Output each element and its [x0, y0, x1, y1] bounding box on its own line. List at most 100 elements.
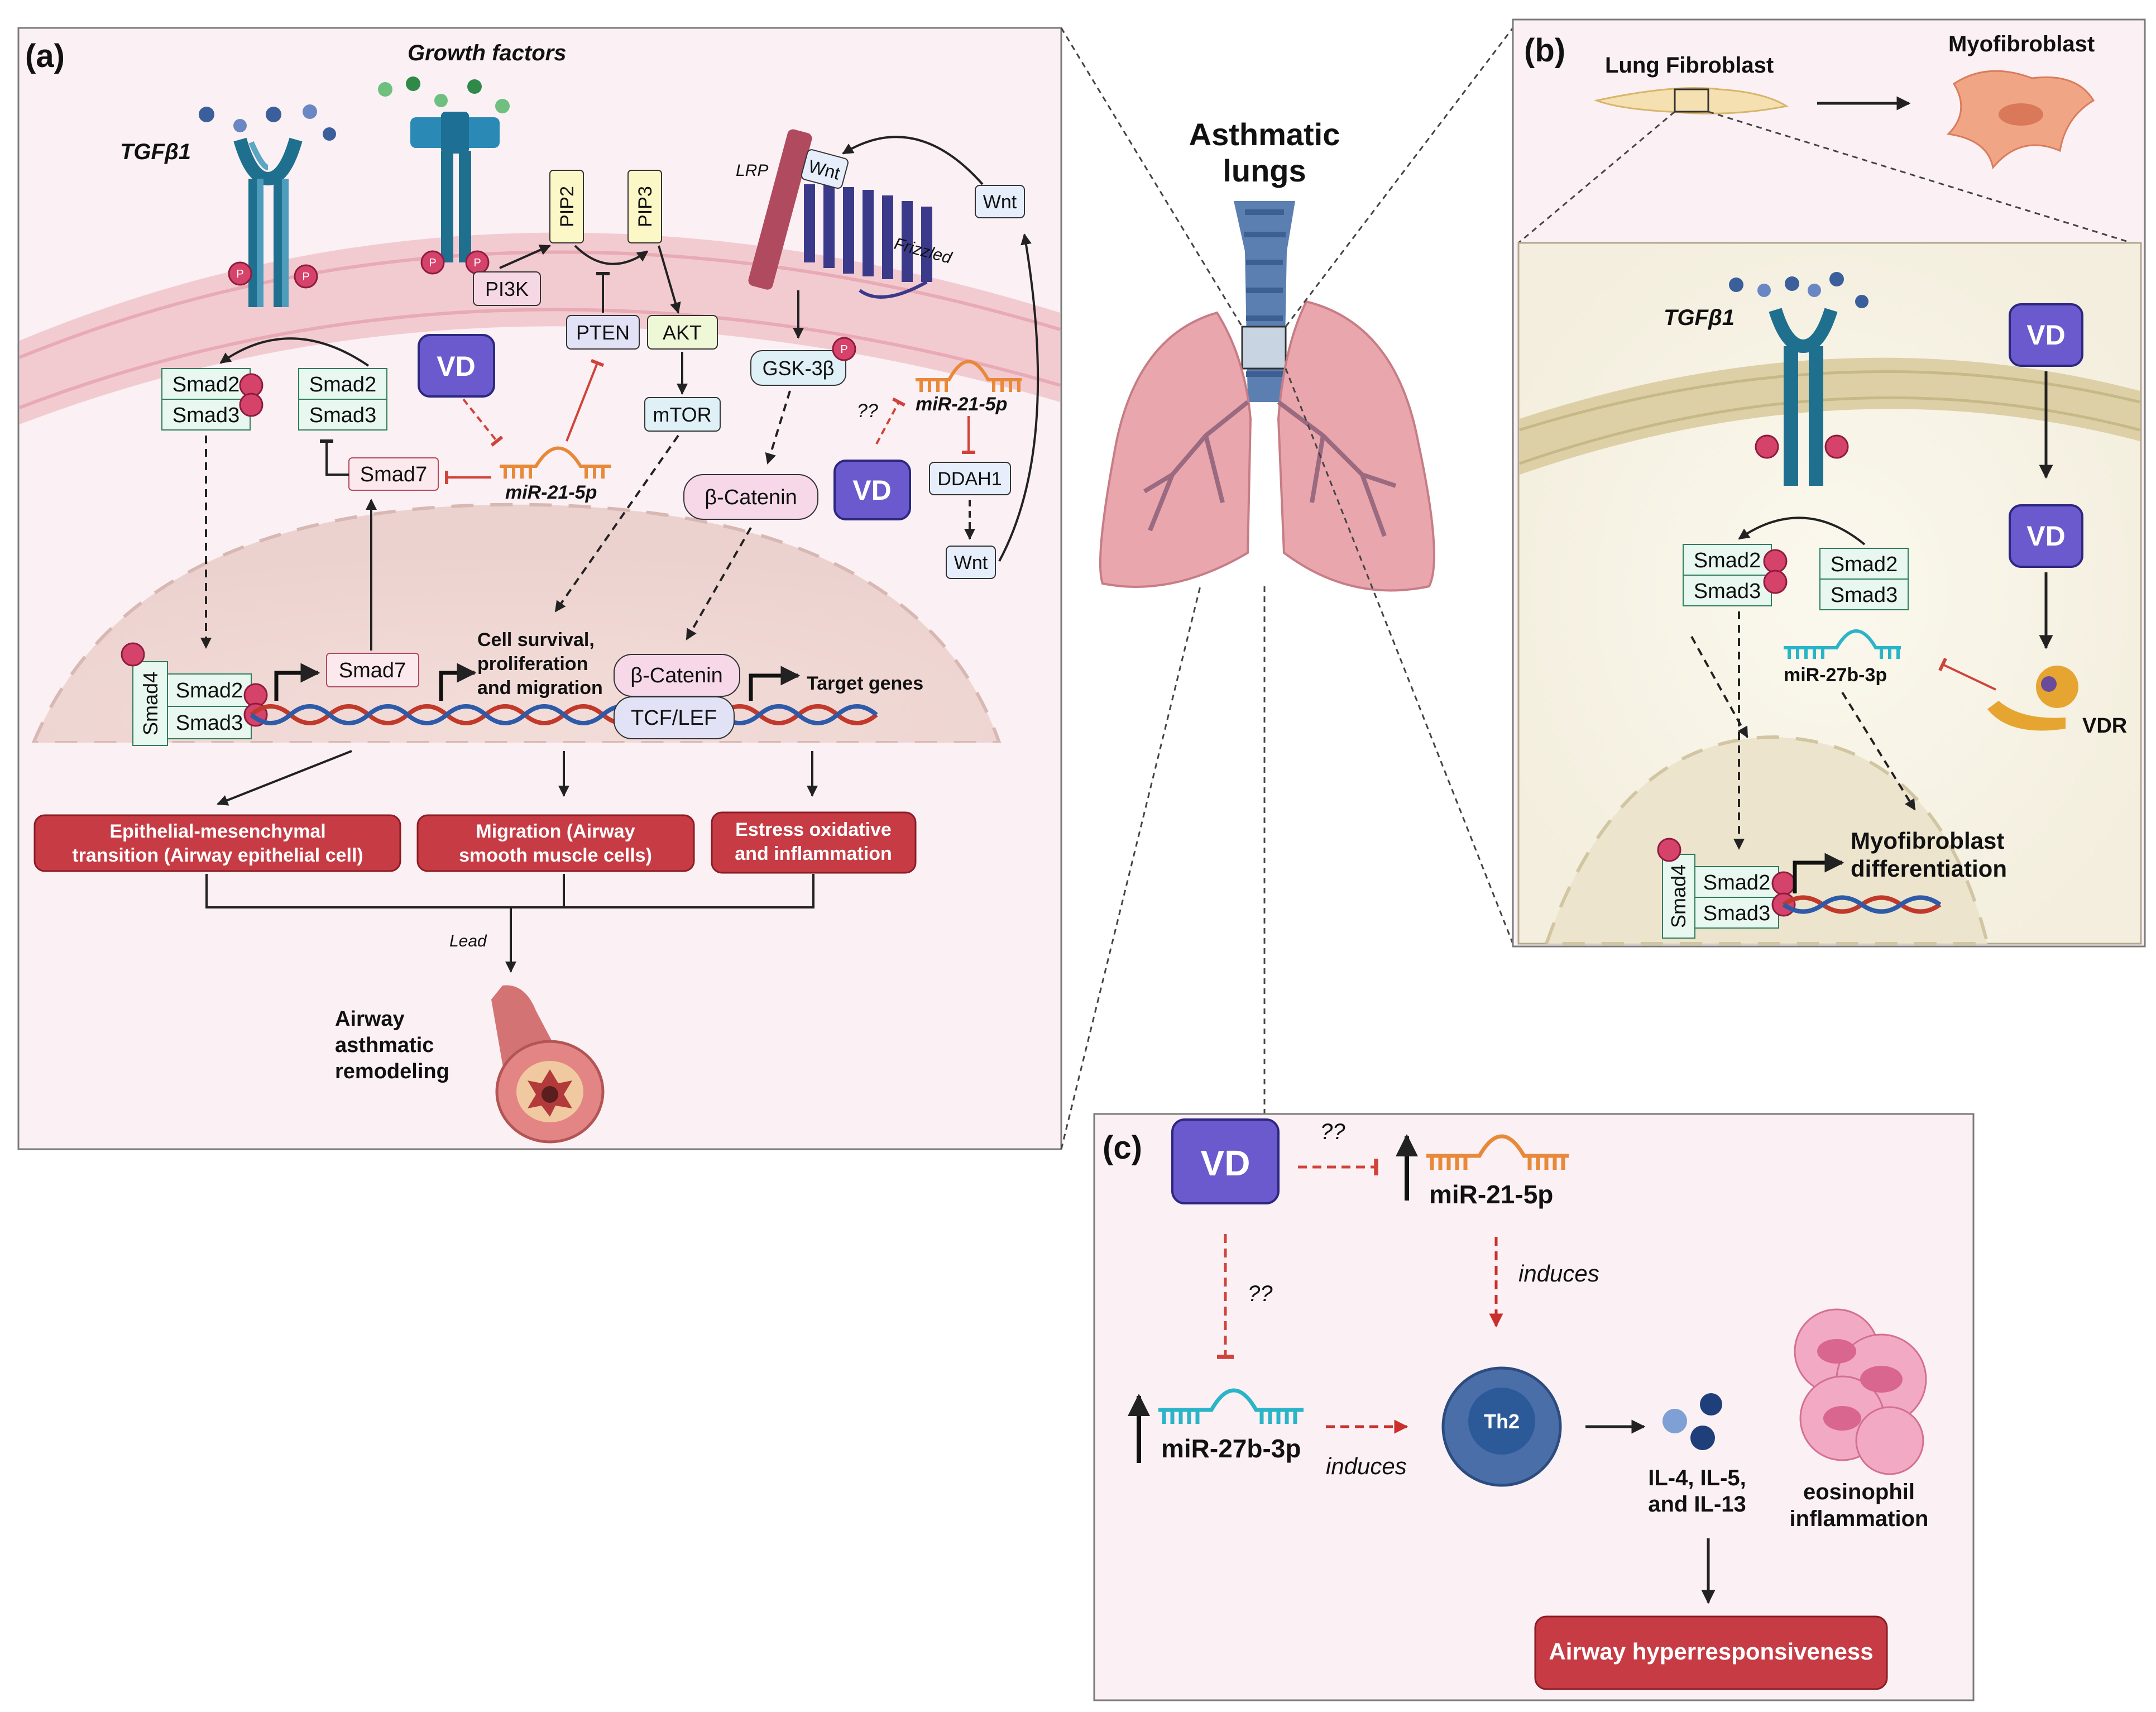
smad7-label-cyto: Smad7	[360, 463, 427, 486]
outcome-bracket	[205, 874, 815, 972]
smad3-box-b-p	[1683, 575, 1772, 606]
svg-text:P: P	[302, 271, 309, 283]
panel-c: (c) VD ?? miR-21-5p induces ?? miR-27b-3…	[1093, 1113, 1975, 1701]
wnt-box-bottom	[946, 546, 996, 579]
tgfb1-label-b: TGFβ1	[1664, 305, 1735, 330]
eos-line-2: inflammation	[1790, 1507, 1929, 1531]
vd-label-c: VD	[1201, 1143, 1251, 1183]
vd-box-b-top	[2009, 303, 2083, 367]
smad7-label-nuc: Smad7	[339, 659, 406, 682]
mir21-label-right: miR-21-5p	[916, 394, 1007, 415]
center-lungs: Asthmatic lungs	[1099, 117, 1435, 592]
tgfb1-ligand-icon-b	[1729, 272, 1868, 308]
nucleus-b	[1544, 735, 1990, 945]
smad3-box-nuc	[167, 706, 252, 739]
pip2-label: PIP2	[557, 186, 578, 227]
smad3-box-b	[1819, 578, 1909, 610]
il-line-2: and IL-13	[1648, 1492, 1746, 1517]
myofibroblast-label: Myofibroblast	[1948, 32, 2095, 56]
lrp-receptor-icon	[748, 129, 812, 290]
smad3-box-b-nuc	[1694, 897, 1779, 929]
wnt-label-bottom: Wnt	[954, 552, 988, 573]
induces-label-2: induces	[1326, 1453, 1407, 1479]
vd-box-a-right	[833, 460, 911, 520]
mtor-label: mTOR	[653, 403, 711, 426]
smad3-label-nuc: Smad3	[176, 711, 243, 735]
pip3-label: PIP3	[635, 186, 656, 227]
smad3-label-b: Smad3	[1831, 584, 1898, 607]
smad3-label: Smad3	[309, 404, 376, 427]
svg-text:P: P	[840, 343, 847, 356]
panel-a: (a) Growth factors TGFβ1 P P	[17, 27, 1062, 1150]
gsk3b-box	[750, 350, 846, 386]
ddah1-box	[929, 462, 1011, 495]
mir21-rna-icon-c	[1426, 1134, 1569, 1170]
qq-label-a: ??	[857, 400, 878, 422]
myo-diff-line-1: Myofibroblast	[1851, 828, 2004, 854]
smad2-box-b-p	[1683, 544, 1772, 576]
pten-label: PTEN	[576, 321, 630, 344]
smad4-label-b: Smad4	[1667, 864, 1690, 928]
svg-text:P: P	[473, 257, 481, 269]
mtor-box	[644, 397, 721, 432]
bcatenin-label-nuc: β-Catenin	[630, 664, 723, 687]
asthmatic-lungs-line-1: Asthmatic	[1189, 117, 1340, 152]
vd-to-mir21-inhibit	[462, 398, 504, 447]
smad2-label-nuc: Smad2	[176, 679, 243, 702]
vdr-icon	[1987, 666, 2078, 731]
akt-box	[647, 315, 718, 350]
tcf-lef-label: TCF/LEF	[631, 706, 717, 730]
gsk3b-label: GSK-3β	[763, 357, 835, 380]
lead-label: Lead	[449, 932, 487, 950]
vd-box-a-left	[418, 334, 495, 398]
mir27-rna-icon-b	[1784, 629, 1901, 659]
migration-box	[416, 814, 695, 872]
smad4-label: Smad4	[139, 672, 162, 735]
bcatenin-label-cyto: β-Catenin	[705, 486, 797, 509]
stress-line-2: and inflammation	[735, 843, 892, 864]
mir21-rna-icon-left	[500, 446, 611, 479]
vd-box-b-mid	[2009, 504, 2083, 568]
panel-b: (b) Lung Fibroblast Myofibroblast TGFβ1	[1512, 18, 2146, 948]
ddah1-label: DDAH1	[937, 468, 1002, 490]
migration-line-1: Migration (Airway	[476, 821, 635, 842]
mir27-label-c: miR-27b-3p	[1161, 1434, 1301, 1463]
smad2-label-p: Smad2	[173, 373, 239, 396]
myo-diff-line-2: differentiation	[1851, 855, 2007, 882]
akt-label: AKT	[663, 321, 702, 344]
promoter-arrow-1	[274, 663, 320, 701]
qq-label-c-left: ??	[1248, 1281, 1273, 1306]
ahr-label: Airway hyperresponsiveness	[1549, 1638, 1873, 1665]
qq-label-c-top: ??	[1320, 1120, 1345, 1144]
svg-text:P: P	[429, 257, 436, 269]
smad2-label: Smad2	[309, 373, 376, 396]
stress-line-1: Estress oxidative	[735, 819, 892, 840]
pip2-to-pip3-arrow	[574, 245, 649, 265]
smad3-label-b-p: Smad3	[1694, 580, 1761, 603]
bcatenin-box-cyto	[683, 474, 818, 520]
pip3-to-akt-arrow	[658, 245, 681, 314]
emt-box	[33, 814, 401, 872]
vd-label-a-left: VD	[437, 351, 475, 382]
pip3-box	[627, 170, 662, 243]
growth-factors-label: Growth factors	[408, 41, 566, 65]
mir21-label-c: miR-21-5p	[1429, 1180, 1553, 1209]
mir27-rna-icon-c	[1158, 1388, 1304, 1424]
lung-fibroblast-label: Lung Fibroblast	[1605, 53, 1774, 78]
stress-box	[711, 811, 917, 874]
smad7-inhibit-smad	[320, 439, 349, 476]
mir21-rna-icon-right	[916, 360, 1022, 392]
tgfb1-label-a: TGFβ1	[120, 140, 191, 164]
zoom-connectors	[1060, 27, 1514, 1150]
th2-cell-icon	[1441, 1366, 1562, 1487]
mir21-inhibit-pten	[566, 358, 605, 442]
survival-line-1: Cell survival,	[477, 629, 595, 651]
smad2-label-b: Smad2	[1831, 553, 1898, 576]
smad2-box-p	[161, 368, 251, 400]
wnt-box-right	[975, 185, 1025, 218]
wnt-label-right: Wnt	[983, 192, 1017, 213]
smad3-box-p	[161, 399, 251, 431]
smad3-label-b-nuc: Smad3	[1703, 902, 1770, 925]
wnt-box-ligand	[801, 149, 849, 189]
